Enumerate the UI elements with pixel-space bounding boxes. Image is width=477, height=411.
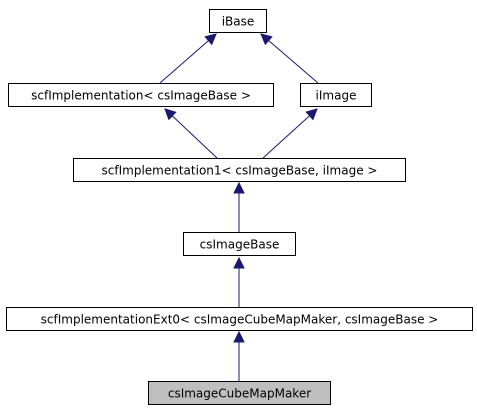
node-iimage[interactable]: iImage: [300, 83, 372, 107]
node-label: csImageBase: [200, 238, 280, 252]
arrowhead-icon: [233, 330, 245, 343]
node-box[interactable]: [209, 9, 267, 33]
node-box[interactable]: [300, 83, 372, 107]
edge-scf-impl1-to-iimage: [262, 115, 310, 159]
nodes-layer: iBase scfImplementation< csImageBase > iIm…: [6, 9, 473, 405]
node-label: scfImplementation1< csImageBase, iImage …: [102, 164, 378, 178]
arrowhead-icon: [233, 256, 245, 269]
arrowhead-icon: [305, 108, 318, 121]
edge-scf-impl-to-ibase: [159, 40, 209, 84]
node-scf-impl1[interactable]: scfImplementation1< csImageBase, iImage …: [73, 158, 406, 182]
node-label: iBase: [222, 15, 255, 29]
edge-iimage-to-ibase: [268, 40, 319, 84]
node-box[interactable]: [8, 83, 274, 107]
node-label: scfImplementation< csImageBase >: [31, 89, 251, 103]
node-ibase[interactable]: iBase: [209, 9, 267, 33]
node-box[interactable]: [73, 158, 406, 182]
node-box[interactable]: [6, 307, 473, 331]
node-scf-impl-ext0[interactable]: scfImplementationExt0< csImageCubeMapMak…: [6, 307, 473, 331]
edge-scf-impl1-to-scf-impl: [171, 115, 218, 159]
node-label: csImageCubeMapMaker: [168, 387, 311, 401]
arrowhead-icon: [233, 181, 245, 194]
node-csimagecubemapmaker[interactable]: csImageCubeMapMaker: [148, 381, 331, 405]
arrowhead-icon: [260, 33, 273, 46]
node-box[interactable]: [148, 381, 331, 405]
arrowhead-icon: [204, 33, 217, 46]
node-csimagebase[interactable]: csImageBase: [183, 232, 296, 256]
node-label: scfImplementationExt0< csImageCubeMapMak…: [41, 313, 439, 327]
node-scf-impl[interactable]: scfImplementation< csImageBase >: [8, 83, 274, 107]
edges-layer: [159, 33, 319, 381]
node-box[interactable]: [183, 232, 296, 256]
arrowhead-icon: [164, 108, 177, 121]
node-label: iImage: [316, 89, 357, 103]
